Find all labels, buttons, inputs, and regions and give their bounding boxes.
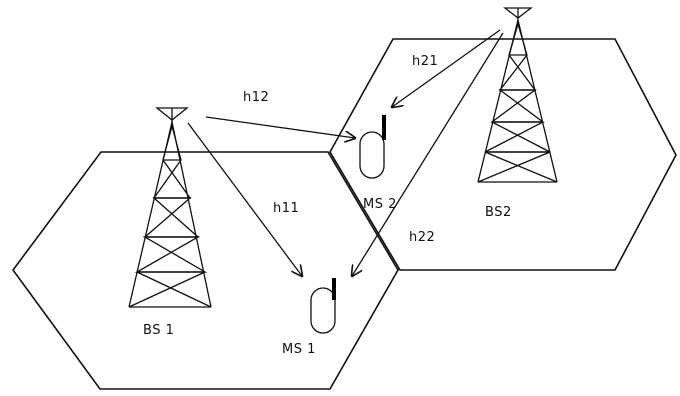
mobile-station-1-label: MS 1 xyxy=(282,342,316,357)
channel-h21-label: h21 xyxy=(412,54,438,69)
channel-h12-arrow xyxy=(205,116,355,138)
base-station-1-tower-icon xyxy=(128,107,212,308)
cell-1-hexagon xyxy=(12,151,399,390)
channel-h22-label: h22 xyxy=(409,230,435,245)
channel-h11-arrow xyxy=(187,122,302,276)
channel-h21-arrow xyxy=(392,29,501,107)
channel-h22-arrow xyxy=(352,32,504,276)
mobile-station-2-phone-icon xyxy=(359,115,386,179)
cell-2-hexagon xyxy=(329,38,677,271)
mobile-station-1-phone-icon xyxy=(310,278,336,334)
base-station-2-label: BS2 xyxy=(485,205,512,220)
mobile-station-2-label: MS 2 xyxy=(363,197,397,212)
channel-h12-label: h12 xyxy=(243,90,269,105)
channel-h11-label: h11 xyxy=(273,201,299,216)
base-station-2-tower-icon xyxy=(477,7,558,183)
base-station-1-label: BS 1 xyxy=(143,323,174,338)
